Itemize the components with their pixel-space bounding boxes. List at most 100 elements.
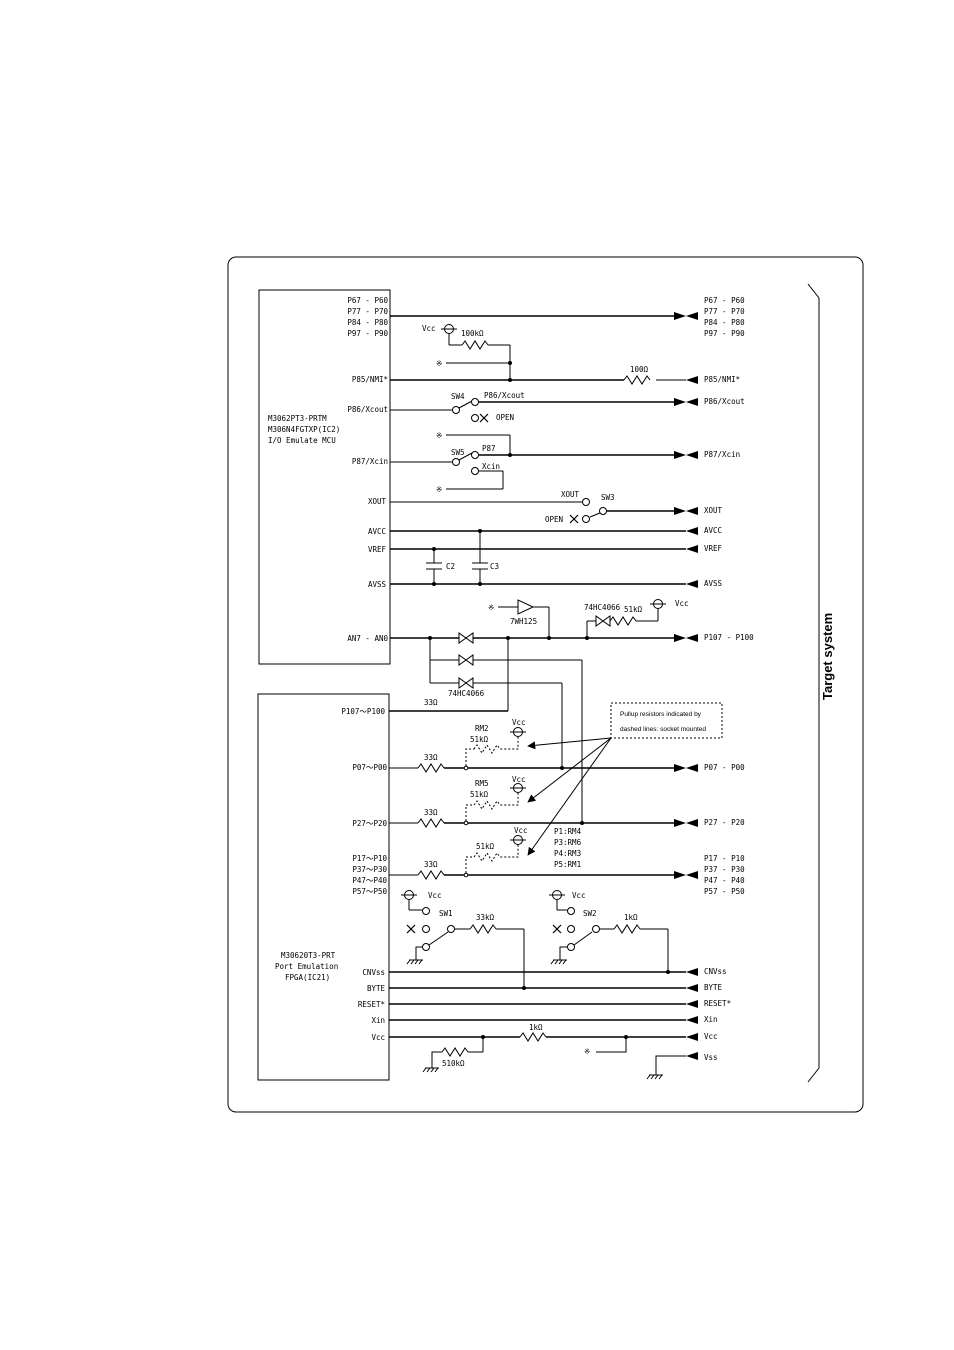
mcu-label-1: M3062PT3-PRTM [268, 414, 327, 423]
target-system-label: Target system [820, 613, 835, 700]
r-1k-label-2: 1kΩ [529, 1023, 543, 1032]
sw2-label: SW2 [583, 909, 597, 918]
vcc-icon [548, 890, 566, 900]
fpga-pin-p40: P47～P40 [352, 876, 387, 885]
c2-label: C2 [446, 562, 455, 571]
sw3-label: SW3 [601, 493, 615, 502]
r-100k-label: 100kΩ [461, 329, 484, 338]
svg-text:※: ※ [436, 485, 442, 494]
mcu-pin-avcc: AVCC [368, 527, 386, 536]
svg-text:Vcc: Vcc [572, 891, 586, 900]
fpga-pin-reset: RESET* [358, 1000, 385, 1009]
target-pin-nmi: P85/NMI* [704, 375, 740, 384]
xcin-label: Xcin [482, 462, 500, 471]
rm-p1-label: P1:RM4 [554, 827, 582, 836]
svg-text:Vcc: Vcc [675, 599, 689, 608]
svg-text:※: ※ [584, 1047, 590, 1056]
target-pin-p40: P47 - P40 [704, 876, 745, 885]
mcu-pin-an: AN7 - AN0 [347, 634, 388, 643]
note-line-1: Pullup resistors indicated by [620, 711, 702, 718]
fpga-pin-p50: P57～P50 [352, 887, 387, 896]
target-pin-p20: P27 - P20 [704, 818, 745, 827]
target-pin-vcc: Vcc [704, 1032, 718, 1041]
target-bracket [807, 283, 820, 1083]
fpga-pin-p100: P107～P100 [341, 707, 385, 716]
sw4-label: SW4 [451, 392, 465, 401]
target-pin-avss: AVSS [704, 579, 723, 588]
sw1-label: SW1 [439, 909, 453, 918]
fpga-pin-xin: Xin [371, 1016, 385, 1025]
note-box [610, 702, 723, 739]
rm-p4-label: P4:RM3 [554, 849, 581, 858]
note-line-2: dashed lines: socket mounted [620, 726, 706, 733]
rm5-label: RM5 [475, 779, 489, 788]
target-pin-p30: P37 - P30 [704, 865, 745, 874]
target-pin-p100: P107 - P100 [704, 633, 754, 642]
xcout-sw-label: P86/Xcout [484, 391, 525, 400]
fpga-label-2: Port Emulation [275, 962, 338, 971]
open-label-1: OPEN [496, 413, 514, 422]
mcu-pin-p70: P77 - P70 [347, 307, 388, 316]
diagram-frame [227, 256, 864, 1113]
rm-p5-label: P5:RM1 [554, 860, 581, 869]
c3-label: C3 [490, 562, 499, 571]
svg-text:Vcc: Vcc [428, 891, 442, 900]
target-pin-reset: RESET* [704, 999, 731, 1008]
mcu-pin-nmi: P85/NMI* [352, 375, 388, 384]
fpga-pin-byte: BYTE [367, 984, 386, 993]
fpga-pin-p10: P17～P10 [352, 854, 387, 863]
mcu-pin-p90: P97 - P90 [347, 329, 388, 338]
target-pin-p60: P67 - P60 [704, 296, 745, 305]
mcu-label-3: I/O Emulate MCU [268, 436, 336, 445]
target-pin-p10: P17 - P10 [704, 854, 745, 863]
open-label-2: OPEN [545, 515, 563, 524]
vcc-icon [440, 324, 458, 334]
r-510k-label: 510kΩ [442, 1059, 465, 1068]
vcc-icon [400, 890, 418, 900]
vcc-icon [649, 599, 667, 609]
mcu-pin-xcin: P87/Xcin [352, 457, 388, 466]
target-pin-cnvss: CNVss [704, 967, 727, 976]
r-33-label-4: 33Ω [424, 860, 438, 869]
fpga-label-1: M30620T3-PRT [281, 951, 336, 960]
mcu-label-2: M306N4FGTXP(IC2) [268, 425, 340, 434]
fpga-pin-vcc: Vcc [371, 1033, 385, 1042]
sw5-label: SW5 [451, 448, 465, 457]
target-pin-xin: Xin [704, 1015, 718, 1024]
fpga-pin-p30: P37～P30 [352, 865, 387, 874]
fpga-label-3: FPGA(IC21) [285, 973, 330, 982]
target-pin-p50: P57 - P50 [704, 887, 745, 896]
r-33-label-1: 33Ω [424, 698, 438, 707]
svg-text:Vcc: Vcc [514, 826, 528, 835]
mcu-pin-xout: XOUT [368, 497, 387, 506]
mcu-pin-xcout: P86/Xcout [347, 405, 388, 414]
fpga-pin-p20: P27～P20 [352, 819, 387, 828]
r-33-label-2: 33Ω [424, 753, 438, 762]
target-pin-xout: XOUT [704, 506, 723, 515]
r-51k-label-1: 51kΩ [624, 605, 643, 614]
rm-p3-label: P3:RM6 [554, 838, 582, 847]
mcu-pin-avss: AVSS [368, 580, 387, 589]
r-100-label: 100Ω [630, 365, 649, 374]
target-pin-p90: P97 - P90 [704, 329, 745, 338]
r-33k-label: 33kΩ [476, 913, 495, 922]
r-51k-label-2: 51kΩ [470, 735, 489, 744]
fpga-block [257, 693, 390, 1081]
r-1k-label-1: 1kΩ [624, 913, 638, 922]
target-pin-xcout: P86/Xcout [704, 397, 745, 406]
r-51k-label-4: 51kΩ [476, 842, 495, 851]
svg-text:Vcc: Vcc [512, 718, 526, 727]
p87-label: P87 [482, 444, 496, 453]
target-pin-p80: P84 - P80 [704, 318, 745, 327]
target-pin-vss: Vss [704, 1053, 718, 1062]
svg-text:※: ※ [436, 359, 442, 368]
fpga-pin-cnvss: CNVss [362, 968, 385, 977]
r-33-label-3: 33Ω [424, 808, 438, 817]
xout-sw-label: XOUT [561, 490, 580, 499]
target-pin-xcin: P87/Xcin [704, 450, 740, 459]
svg-text:Vcc: Vcc [512, 775, 526, 784]
svg-text:※: ※ [436, 431, 442, 440]
svg-text:※: ※ [488, 603, 494, 612]
fpga-pin-p00: P07～P00 [352, 763, 387, 772]
buffer-label: 7WH125 [510, 617, 537, 626]
